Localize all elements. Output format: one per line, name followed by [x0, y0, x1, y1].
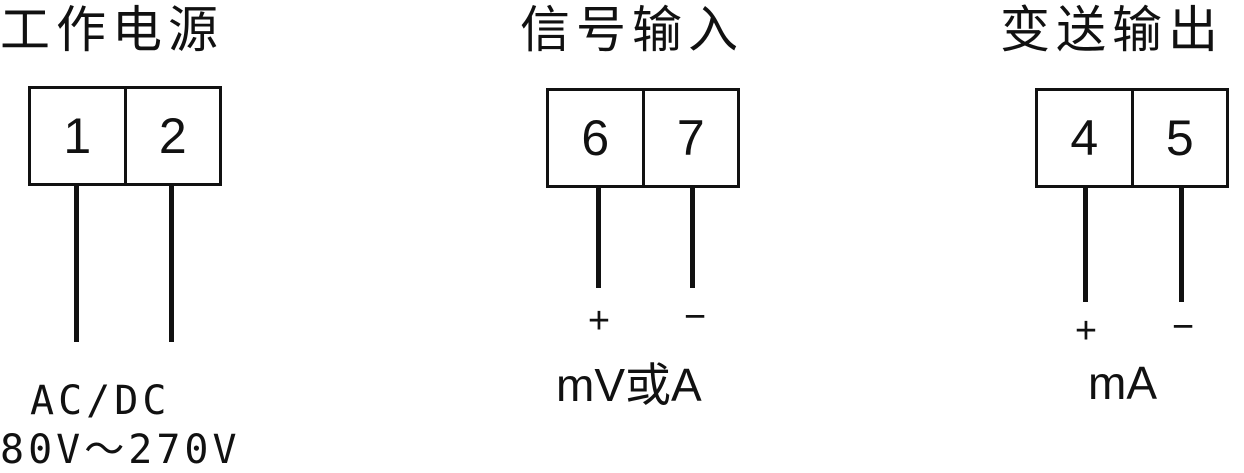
- terminal-4: 4: [1070, 110, 1099, 166]
- transmit-output-title: 变送输出: [1000, 1, 1224, 59]
- transmit-output-wire-positive: [1083, 188, 1088, 302]
- signal-input-wire-positive: [596, 188, 601, 288]
- terminal-2: 2: [123, 89, 220, 183]
- terminal-5: 5: [1130, 91, 1227, 185]
- transmit-output-minus-sign: −: [1171, 306, 1195, 348]
- signal-input-label: mV或A: [556, 359, 702, 411]
- signal-input-wire-negative: [690, 188, 695, 288]
- power-wire-2: [169, 186, 174, 342]
- power-label-line-1: AC/DC: [30, 378, 171, 424]
- transmit-output-terminal-block: 4 5: [1035, 88, 1229, 188]
- transmit-output-label: mA: [1088, 357, 1157, 409]
- terminal-7: 7: [641, 91, 738, 185]
- signal-input-terminal-block: 6 7: [546, 88, 740, 188]
- transmit-output-wire-negative: [1179, 188, 1184, 302]
- power-terminal-block: 1 2: [28, 86, 222, 186]
- signal-input-title: 信号输入: [520, 1, 744, 59]
- power-title: 工作电源: [0, 1, 224, 59]
- terminal-6: 6: [581, 110, 610, 166]
- signal-input-minus-sign: −: [683, 296, 707, 338]
- power-wire-1: [74, 186, 79, 342]
- transmit-output-plus-sign: +: [1074, 310, 1098, 352]
- terminal-1: 1: [63, 108, 92, 164]
- power-label-line-2: 80V～270V: [0, 427, 241, 473]
- signal-input-plus-sign: +: [587, 300, 611, 342]
